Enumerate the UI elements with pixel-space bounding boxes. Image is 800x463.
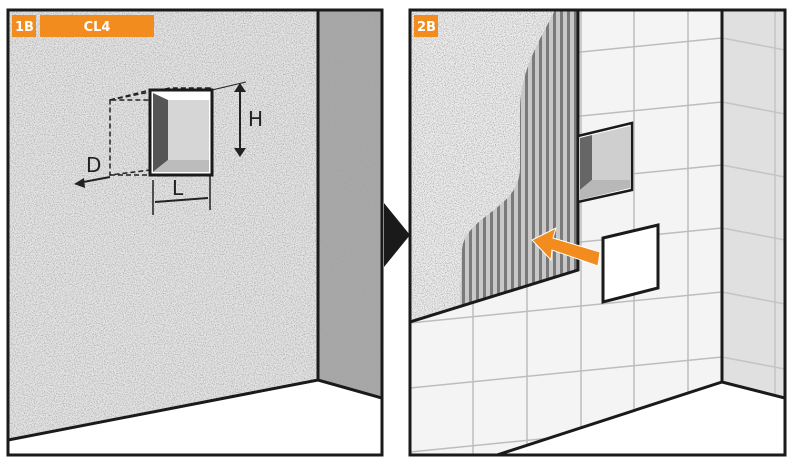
- step-label: 1B: [15, 20, 34, 35]
- dimension-length: L: [152, 176, 211, 215]
- step-label: 2B: [417, 20, 436, 35]
- product-badge: [40, 15, 154, 37]
- niche-cutout: [109, 87, 214, 177]
- panel-2: 2B: [410, 10, 785, 455]
- triangle-right-icon: [384, 203, 410, 267]
- dimension-depth: D: [74, 153, 111, 188]
- floor: [497, 382, 785, 455]
- product-label: CL4: [84, 20, 111, 35]
- length-label: L: [172, 176, 184, 200]
- arrow-left-icon: [531, 227, 601, 267]
- depth-label: D: [86, 153, 101, 177]
- dimension-height: H: [211, 81, 263, 157]
- panel-1: H L D 1B CL4: [8, 10, 382, 455]
- plaster-wall: [8, 10, 318, 455]
- niche: [576, 121, 634, 204]
- height-label: H: [248, 107, 263, 131]
- step-badge: [12, 15, 36, 37]
- floor: [8, 380, 382, 455]
- step-badge: [414, 15, 438, 37]
- niche-cover-panel: [601, 223, 660, 304]
